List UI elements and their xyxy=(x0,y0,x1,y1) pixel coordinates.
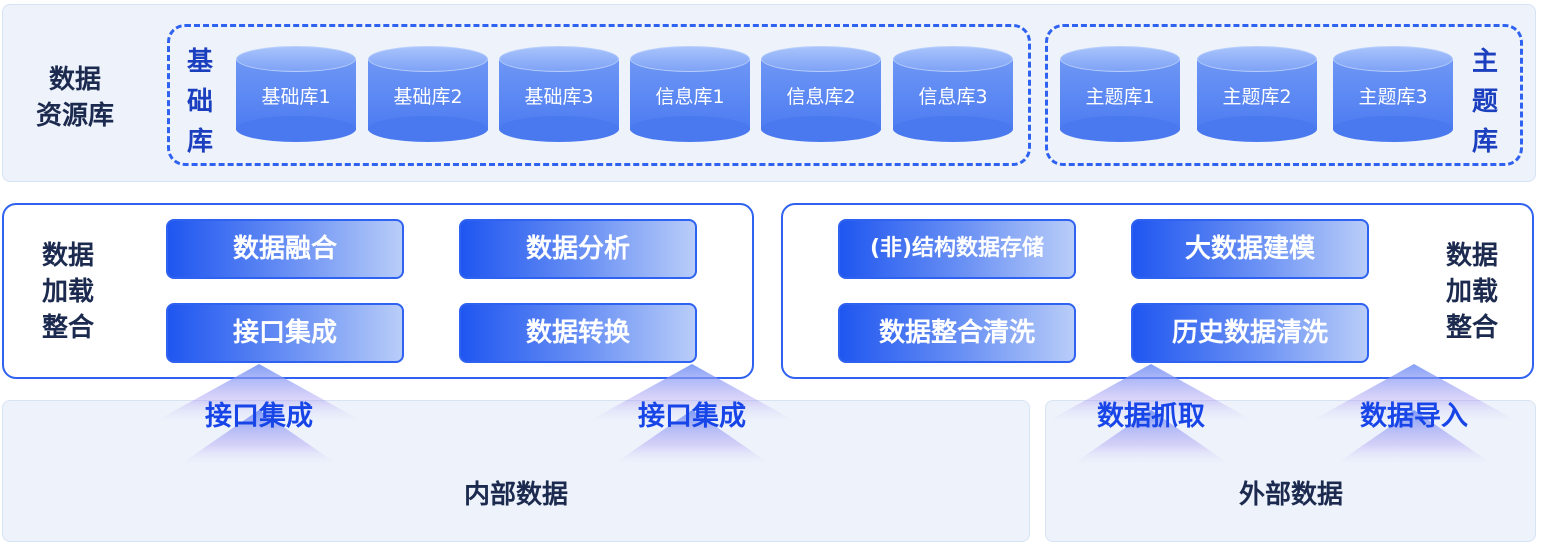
database-cylinder: 基础库3 xyxy=(499,46,619,142)
up-arrow xyxy=(580,364,804,468)
database-label: 信息库1 xyxy=(655,86,725,108)
interface-integration-button[interactable]: 接口集成 xyxy=(166,303,404,363)
structured-storage-button[interactable]: (非)结构数据存储 xyxy=(838,219,1076,279)
database-cylinder: 基础库2 xyxy=(368,46,488,142)
base-library-group-label: 基 础 库 xyxy=(182,42,218,162)
database-cylinder: 主题库2 xyxy=(1197,46,1317,142)
title-line: 数据 xyxy=(1445,241,1498,271)
load-layer-left-title: 数据 加载 整合 xyxy=(28,238,108,346)
base-label-char: 基 xyxy=(186,47,213,77)
database-label: 信息库3 xyxy=(918,86,988,108)
resource-layer-title: 数据 资源库 xyxy=(20,62,130,134)
topic-label-char: 题 xyxy=(1471,87,1498,117)
topic-label-char: 库 xyxy=(1471,127,1498,157)
database-cylinder: 基础库1 xyxy=(236,46,356,142)
big-data-modeling-button[interactable]: 大数据建模 xyxy=(1131,219,1369,279)
database-label: 主题库1 xyxy=(1085,86,1155,108)
title-line: 整合 xyxy=(1445,313,1498,343)
load-layer-right-title: 数据 加载 整合 xyxy=(1432,238,1512,346)
database-label: 主题库3 xyxy=(1358,86,1428,108)
database-cylinder: 信息库1 xyxy=(630,46,750,142)
title-line: 整合 xyxy=(41,313,94,343)
up-arrow xyxy=(1302,364,1526,468)
base-library-group xyxy=(167,24,1031,166)
database-label: 信息库2 xyxy=(786,86,856,108)
base-label-char: 库 xyxy=(186,127,213,157)
data-fusion-button[interactable]: 数据融合 xyxy=(166,219,404,279)
title-line: 加载 xyxy=(41,277,94,307)
external-data-label: 外部数据 xyxy=(1238,480,1343,510)
database-label: 基础库2 xyxy=(393,86,463,108)
data-conversion-button[interactable]: 数据转换 xyxy=(459,303,697,363)
title-line: 数据 xyxy=(41,241,94,271)
up-arrow xyxy=(147,364,371,468)
database-label: 基础库3 xyxy=(524,86,594,108)
database-label: 主题库2 xyxy=(1222,86,1292,108)
database-label: 基础库1 xyxy=(261,86,331,108)
data-cleansing-button[interactable]: 数据整合清洗 xyxy=(838,303,1076,363)
history-cleansing-button[interactable]: 历史数据清洗 xyxy=(1131,303,1369,363)
resource-layer-title-line2: 资源库 xyxy=(35,101,114,131)
database-cylinder: 主题库1 xyxy=(1060,46,1180,142)
arrow-label: 数据导入 xyxy=(1360,401,1468,432)
title-line: 加载 xyxy=(1445,277,1498,307)
topic-library-group-label: 主 题 库 xyxy=(1467,42,1503,162)
topic-label-char: 主 xyxy=(1471,47,1498,77)
topic-library-group xyxy=(1045,24,1523,166)
internal-data-label: 内部数据 xyxy=(463,480,568,510)
database-cylinder: 主题库3 xyxy=(1333,46,1453,142)
up-arrow xyxy=(1039,364,1263,468)
arrow-label: 接口集成 xyxy=(638,401,746,432)
database-cylinder: 信息库2 xyxy=(761,46,881,142)
database-cylinder: 信息库3 xyxy=(893,46,1013,142)
data-analysis-button[interactable]: 数据分析 xyxy=(459,219,697,279)
arrow-label: 接口集成 xyxy=(205,401,313,432)
resource-layer-title-line1: 数据 xyxy=(48,65,101,95)
arrow-label: 数据抓取 xyxy=(1097,401,1205,432)
base-label-char: 础 xyxy=(186,87,213,117)
